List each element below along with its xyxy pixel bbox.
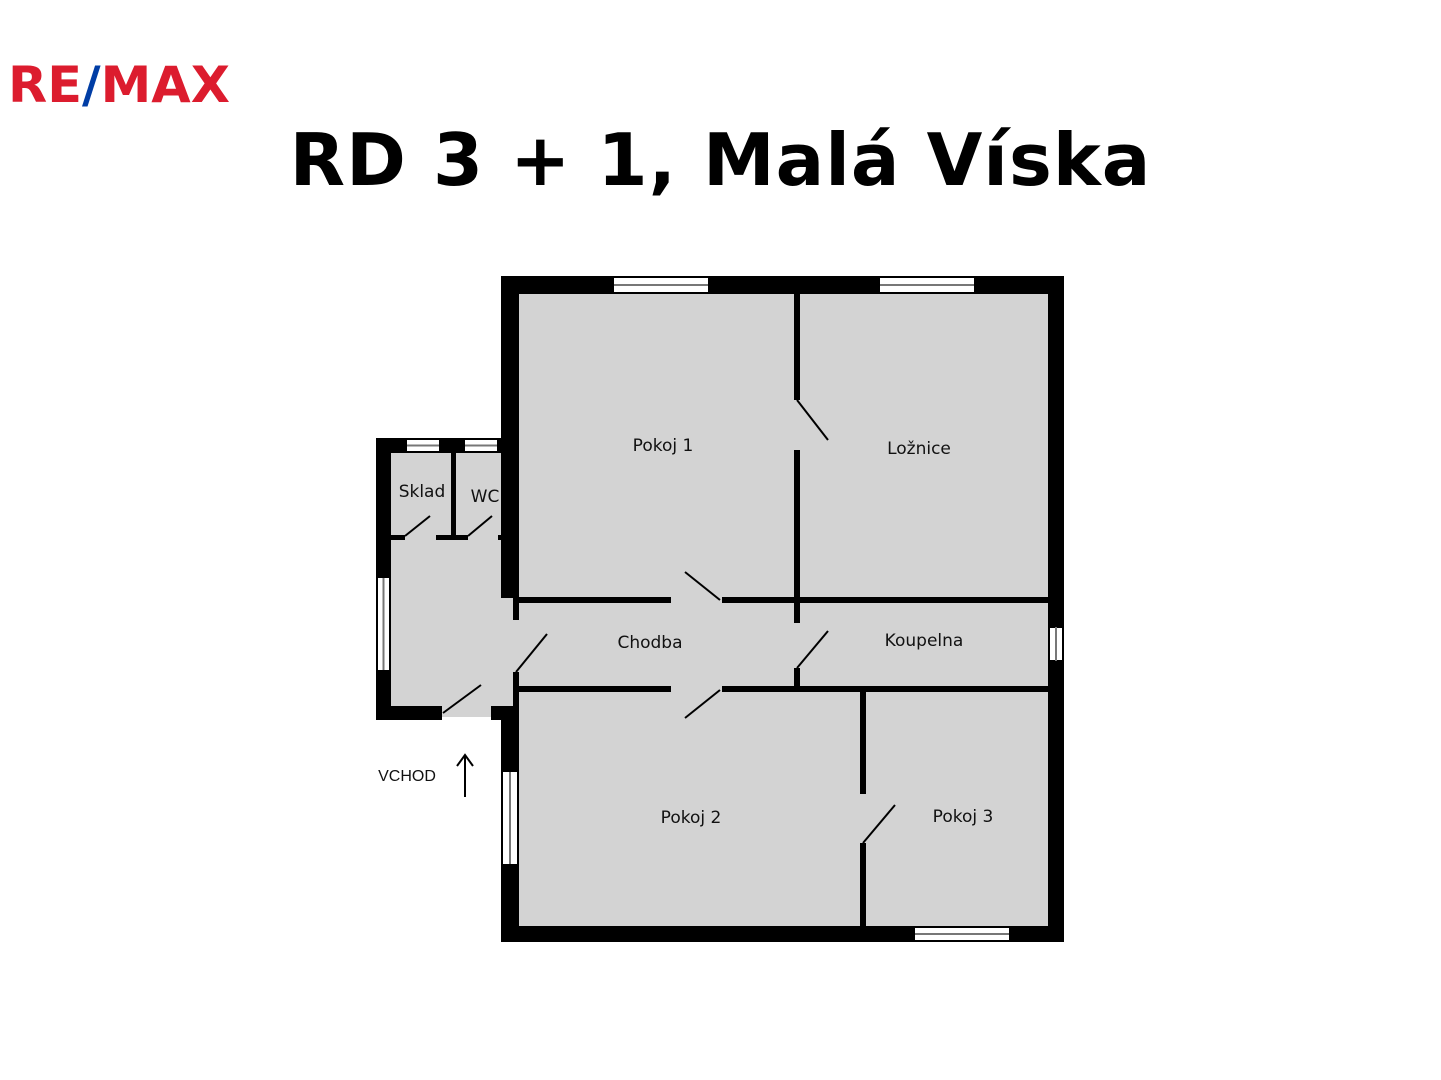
door-chodba-pokoj2 xyxy=(684,689,721,719)
room-label-sklad: Sklad xyxy=(399,482,446,502)
window-loznice xyxy=(880,278,974,292)
room-label-pokoj2: Pokoj 2 xyxy=(661,808,722,828)
wall-entry-jamb xyxy=(491,706,519,720)
room-label-pokoj3: Pokoj 3 xyxy=(933,807,994,827)
wall-koupelna-left-upper xyxy=(794,603,800,623)
floors xyxy=(385,285,1056,933)
floor-annex xyxy=(385,446,513,712)
wall-wc-bottom-right xyxy=(498,535,513,540)
door-pokoj2-pokoj3 xyxy=(862,804,896,844)
wall-sklad-wc xyxy=(451,453,456,537)
wall-chodba-top-right xyxy=(722,597,1052,603)
wall-sklad-bottom xyxy=(391,535,405,540)
logo-max: MAX xyxy=(101,58,230,110)
wall-p2-p3-lower xyxy=(860,843,866,931)
doors xyxy=(404,399,896,844)
windows xyxy=(378,278,1064,940)
window-pokoj1 xyxy=(614,278,708,292)
window-sklad xyxy=(407,440,439,451)
entrance-label: VCHOD xyxy=(378,768,436,785)
wall-chodba-bottom-left xyxy=(513,686,671,692)
wall-p1-loznice-lower xyxy=(794,450,800,620)
wall-right xyxy=(1048,276,1064,942)
interior-walls xyxy=(391,294,1052,931)
wall-annex-bottom xyxy=(376,706,442,720)
page-title: RD 3 + 1, Malá Víska xyxy=(289,118,1152,202)
window-annex-left xyxy=(378,578,389,670)
door-wc xyxy=(467,515,493,537)
wall-p1-loznice-upper xyxy=(794,294,800,400)
logo-slash: / xyxy=(82,58,101,110)
window-wc xyxy=(465,440,497,451)
door-entrance xyxy=(442,684,482,714)
wall-p2-p3-upper xyxy=(860,692,866,794)
door-pokoj1-loznice xyxy=(796,399,829,441)
svg-text:RE/MAX: RE/MAX xyxy=(8,58,230,110)
remax-logo: RE/MAX xyxy=(8,58,230,110)
door-sklad xyxy=(404,515,431,537)
door-annex-chodba xyxy=(515,633,548,673)
wall-wc-bottom-left xyxy=(436,535,468,540)
wall-annex-right-upper xyxy=(513,446,519,620)
room-label-pokoj1: Pokoj 1 xyxy=(633,436,694,456)
window-koupelna xyxy=(1048,626,1064,662)
wall-koupelna-left-lower xyxy=(794,668,800,688)
window-pokoj2 xyxy=(503,772,517,864)
window-pokoj3 xyxy=(915,928,1009,940)
wall-top xyxy=(501,276,1064,294)
wall-chodba-top-left xyxy=(513,597,671,603)
wall-annex-right-lower xyxy=(513,672,519,712)
room-label-loznice: Ložnice xyxy=(887,439,951,459)
floor-main xyxy=(510,285,1056,933)
door-chodba-pokoj1 xyxy=(684,571,721,601)
room-label-chodba: Chodba xyxy=(617,633,682,653)
door-chodba-koupelna xyxy=(796,630,829,669)
wall-chodba-bottom-right xyxy=(722,686,1052,692)
arrow-up-icon xyxy=(456,753,474,797)
room-label-wc: WC xyxy=(471,487,500,507)
room-label-koupelna: Koupelna xyxy=(885,631,964,651)
logo-re: RE xyxy=(8,58,82,110)
